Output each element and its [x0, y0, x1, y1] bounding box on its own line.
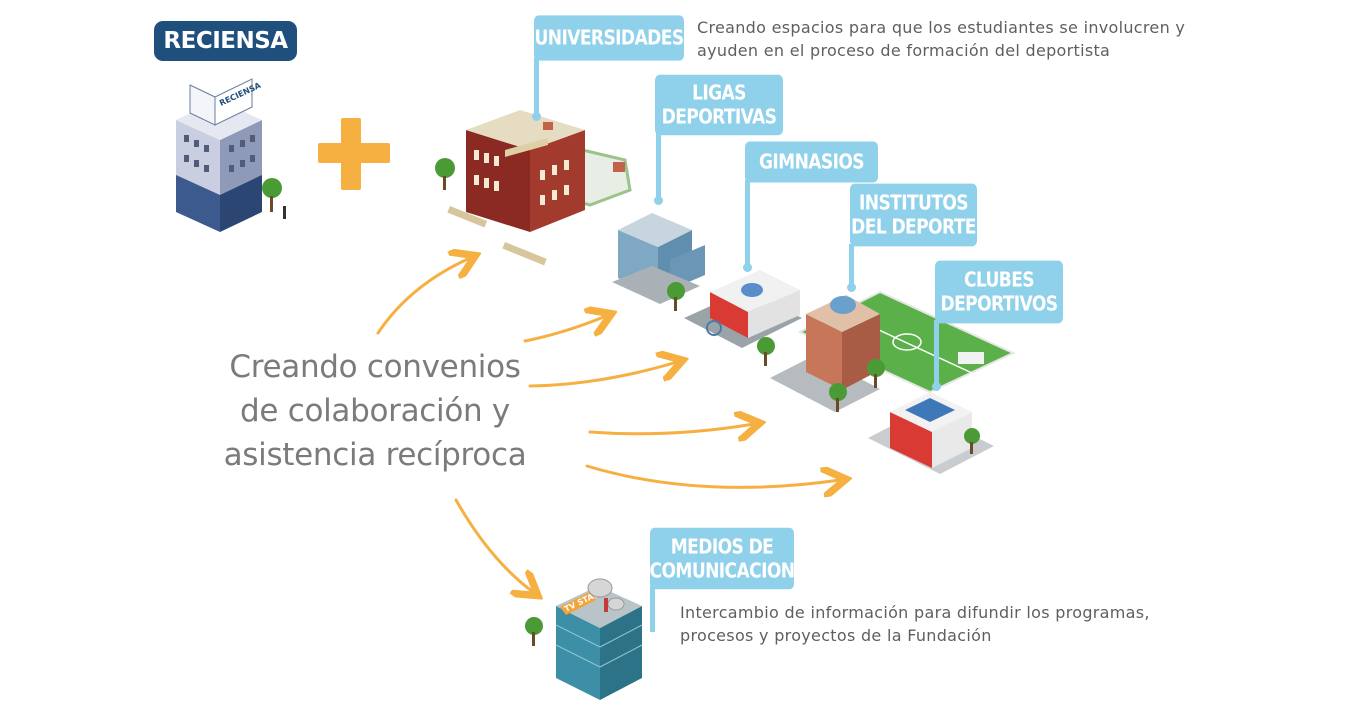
arrow-to-institutos [588, 424, 754, 434]
arrow-to-medios [454, 498, 533, 592]
medios-pointer [650, 586, 655, 632]
gym-building-icon [684, 270, 802, 366]
tag-medios-line2: COMUNICACION [649, 558, 796, 583]
tag-institutos-line2: DEL DEPORTE [851, 215, 976, 239]
tag-ligas-deportivas: LIGAS DEPORTIVAS [655, 74, 783, 136]
clubes-pointer [934, 320, 939, 386]
ligas-pointer-dot [654, 196, 663, 205]
tag-clubes-deportivos: CLUBES DEPORTIVOS [935, 260, 1063, 324]
universidades-pointer [534, 58, 539, 116]
tv-station-icon: TV STATION [525, 578, 643, 700]
tag-institutos-del-deporte: INSTITUTOS DEL DEPORTE [850, 183, 977, 247]
gimnasios-pointer-dot [743, 263, 752, 272]
universidades-description: Creando espacios para que los estudiante… [697, 16, 1257, 62]
gimnasios-pointer [745, 180, 750, 268]
tag-universidades: UNIVERSIDADES [534, 15, 684, 61]
institutos-pointer [849, 244, 854, 288]
arrow-to-clubes [585, 466, 840, 487]
tag-institutos-line1: INSTITUTOS [858, 191, 969, 215]
center-statement-line3: asistencia recíproca [223, 437, 527, 473]
clubes-pointer-dot [932, 382, 941, 391]
plus-icon [318, 118, 390, 190]
brand-badge: RECIENSA [154, 21, 297, 61]
tag-medios-de-comunicacion: MEDIOS DE COMUNICACION [649, 527, 796, 590]
reciensa-building-icon: RECIENSA [176, 78, 286, 232]
medios-description: Intercambio de información para difundir… [680, 601, 1240, 647]
arrows [376, 258, 840, 592]
ligas-pointer [656, 132, 661, 200]
tag-ligas-line1: LIGAS [692, 81, 746, 105]
universidades-description-line2: ayuden en el proceso de formación del de… [697, 41, 1111, 60]
universidades-description-line1: Creando espacios para que los estudiante… [697, 18, 1186, 37]
club-building-icon [868, 392, 994, 474]
tag-gimnasios: GIMNASIOS [745, 141, 878, 183]
university-building-icon [435, 110, 632, 266]
medios-description-line2: procesos y proyectos de la Fundación [680, 626, 992, 645]
institute-building-icon [770, 295, 885, 412]
tag-clubes-line2: DEPORTIVOS [940, 292, 1059, 316]
tag-universidades-label: UNIVERSIDADES [534, 26, 684, 50]
center-statement: Creando convenios de colaboración y asis… [215, 345, 535, 477]
medios-description-line1: Intercambio de información para difundir… [680, 603, 1150, 622]
arrow-to-universidades [376, 258, 470, 335]
tag-clubes-line1: CLUBES [963, 268, 1035, 292]
center-statement-line1: Creando convenios [229, 349, 521, 385]
ligas-building-icon [612, 213, 705, 311]
arrow-to-ligas [523, 316, 606, 343]
universidades-pointer-dot [532, 112, 541, 121]
tag-ligas-line2: DEPORTIVAS [661, 105, 777, 129]
center-statement-line2: de colaboración y [240, 393, 510, 429]
tag-medios-line1: MEDIOS DE [670, 534, 774, 559]
arrow-to-gimnasios [528, 362, 677, 388]
institutos-pointer-dot [847, 283, 856, 292]
tag-gimnasios-label: GIMNASIOS [758, 150, 865, 174]
